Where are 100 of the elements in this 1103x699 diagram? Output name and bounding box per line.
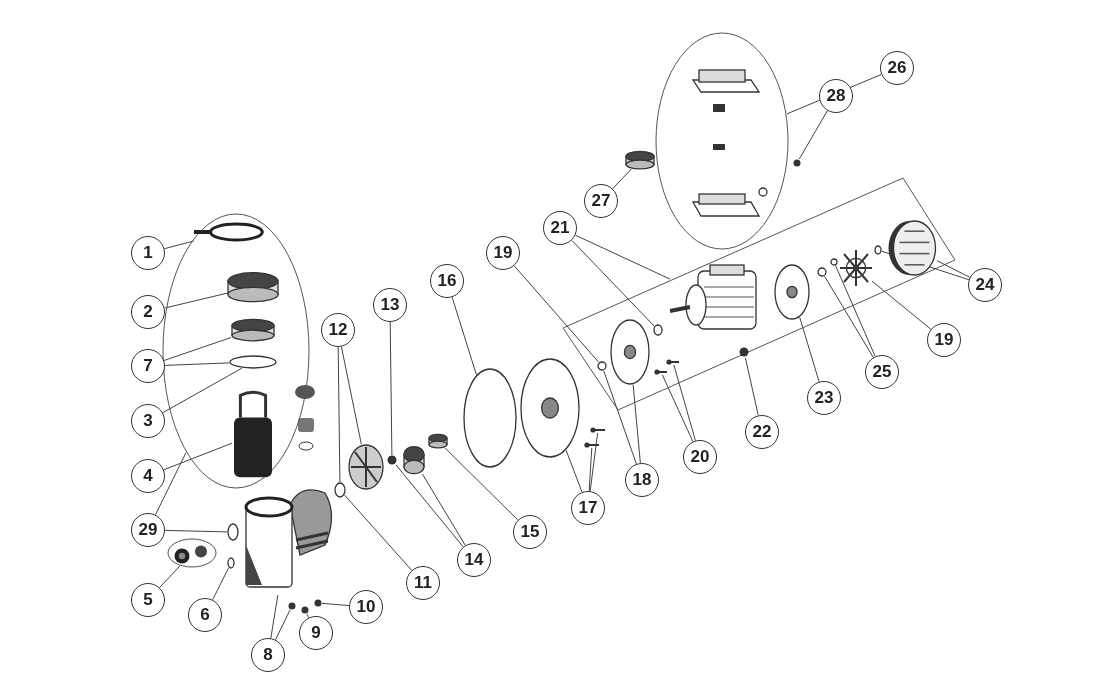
fan-drawing <box>840 250 872 286</box>
drain-plug-drawing <box>301 606 309 614</box>
leader-line <box>871 280 932 330</box>
callout-number: 9 <box>299 616 333 650</box>
mechanical-seal-drawing <box>428 434 448 448</box>
callout-number: 29 <box>131 513 165 547</box>
callout-number: 13 <box>373 288 407 322</box>
leader-line <box>786 74 882 115</box>
shaft-seal-drawing <box>653 324 663 336</box>
leader-line <box>270 594 279 639</box>
drain-plug-drawing <box>314 599 322 607</box>
callout-number: 20 <box>683 440 717 474</box>
capacitor-drawing <box>625 151 655 169</box>
leader-line <box>588 447 593 492</box>
leader-line <box>344 494 413 571</box>
leader-line <box>389 321 393 456</box>
impeller-drawing <box>348 444 384 490</box>
strainer-basket-drawing <box>232 391 274 479</box>
washer-drawing <box>792 159 802 167</box>
callout-number: 17 <box>571 491 605 525</box>
leader-line <box>395 464 464 548</box>
callout-number: 19 <box>486 236 520 270</box>
leader-line <box>673 364 696 442</box>
o-ring-drawing <box>227 557 235 569</box>
leader-line <box>798 110 828 160</box>
callout-number: 19 <box>927 323 961 357</box>
washer-drawing <box>830 258 838 266</box>
drain-drawing <box>739 346 749 358</box>
callout-number: 1 <box>131 236 165 270</box>
leader-line <box>571 239 655 327</box>
leader-line <box>159 565 181 589</box>
leader-line <box>321 602 350 607</box>
leader-line <box>164 362 230 366</box>
leader-line <box>881 250 970 281</box>
callout-number: 5 <box>131 583 165 617</box>
leader-line <box>444 447 519 521</box>
callout-number: 22 <box>745 415 779 449</box>
leader-line <box>632 384 641 464</box>
callout-number: 12 <box>321 313 355 347</box>
terminal-box-group-drawing <box>655 32 789 250</box>
leader-line <box>661 374 694 442</box>
end-shield-drawing <box>774 264 810 320</box>
leader-line <box>565 449 583 493</box>
leader-line <box>164 292 228 309</box>
leader-line <box>155 452 187 516</box>
leader-line <box>513 265 600 363</box>
lid-drawing <box>231 319 275 341</box>
leader-line <box>162 367 243 414</box>
union-group-drawing <box>167 538 217 568</box>
leader-line <box>451 296 477 376</box>
drain-plug-drawing <box>288 602 296 610</box>
o-ring-drawing <box>229 355 277 369</box>
callout-number: 10 <box>349 590 383 624</box>
leader-line <box>589 432 599 492</box>
gasket-drawing <box>463 368 517 468</box>
parts-group-ellipse <box>162 213 310 489</box>
leader-line <box>574 234 671 280</box>
callout-number: 18 <box>625 463 659 497</box>
seal-ring-drawing <box>403 446 425 474</box>
callout-number: 14 <box>457 543 491 577</box>
leader-line <box>799 316 820 383</box>
callout-number: 4 <box>131 459 165 493</box>
leader-line <box>936 260 971 278</box>
bolt-drawing <box>666 359 680 365</box>
leader-line <box>835 265 876 357</box>
seal-drawing <box>387 455 397 465</box>
callout-number: 25 <box>865 355 899 389</box>
callout-number: 2 <box>131 295 165 329</box>
leader-line <box>163 442 233 471</box>
callout-number: 3 <box>131 404 165 438</box>
leader-line <box>603 370 637 465</box>
bolt-drawing <box>590 427 606 433</box>
callout-number: 7 <box>131 349 165 383</box>
leader-line <box>612 168 632 190</box>
callout-number: 16 <box>430 264 464 298</box>
callout-number: 28 <box>819 79 853 113</box>
leader-line <box>163 337 232 361</box>
o-ring-drawing <box>334 482 346 498</box>
motor-flange-drawing <box>610 319 650 385</box>
leader-line <box>744 357 759 416</box>
leader-line <box>340 346 362 445</box>
callout-number: 21 <box>543 211 577 245</box>
leader-line <box>421 473 466 546</box>
port-ring-drawing <box>227 523 239 541</box>
handle-ring-drawing <box>193 223 263 241</box>
leader-line <box>824 275 874 358</box>
clip-ring-drawing <box>874 245 882 255</box>
leader-line <box>163 240 195 250</box>
callout-number: 23 <box>807 381 841 415</box>
cover-plate-drawing <box>520 358 580 458</box>
bearing-ring-drawing <box>817 267 827 277</box>
leader-line <box>212 567 230 601</box>
callout-number: 6 <box>188 598 222 632</box>
callout-number: 27 <box>584 184 618 218</box>
leader-line <box>164 529 228 533</box>
callout-number: 15 <box>513 515 547 549</box>
bolt-drawing <box>654 369 668 375</box>
callout-number: 11 <box>406 566 440 600</box>
leader-line <box>337 346 341 483</box>
lid-ring-nut-drawing <box>227 272 279 302</box>
